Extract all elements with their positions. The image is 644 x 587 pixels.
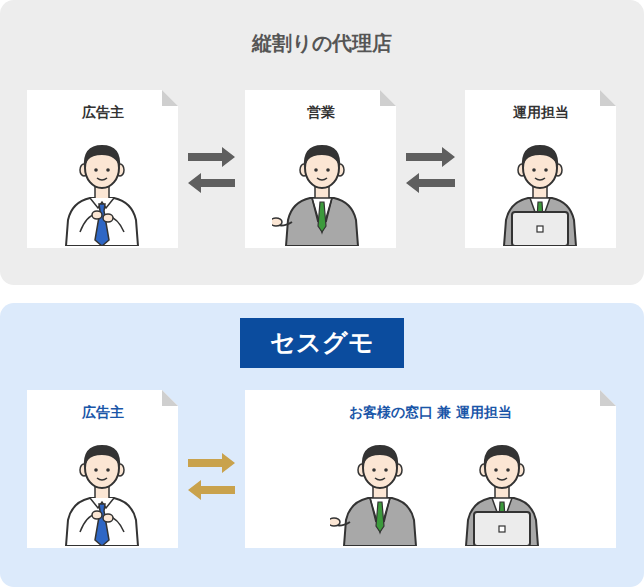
role-label: 広告主 <box>27 404 178 422</box>
brand-badge: セスグモ <box>240 318 404 368</box>
group-panel: 縦割りの代理店広告主 営業 運用担当 <box>0 0 644 285</box>
role-card: 広告主 <box>27 90 178 248</box>
role-label: お客様の窓口 兼 運用担当 <box>245 404 616 422</box>
role-label: 営業 <box>245 104 396 122</box>
role-label: 広告主 <box>27 104 178 122</box>
group-panel: セスグモ広告主 お客様の窓口 兼 運用担当 <box>0 303 644 587</box>
panel-title: 縦割りの代理店 <box>0 30 644 57</box>
role-card: 広告主 <box>27 390 178 548</box>
role-card: 営業 <box>245 90 396 248</box>
role-label: 運用担当 <box>465 104 616 122</box>
role-card: 運用担当 <box>465 90 616 248</box>
role-card: お客様の窓口 兼 運用担当 <box>245 390 616 548</box>
